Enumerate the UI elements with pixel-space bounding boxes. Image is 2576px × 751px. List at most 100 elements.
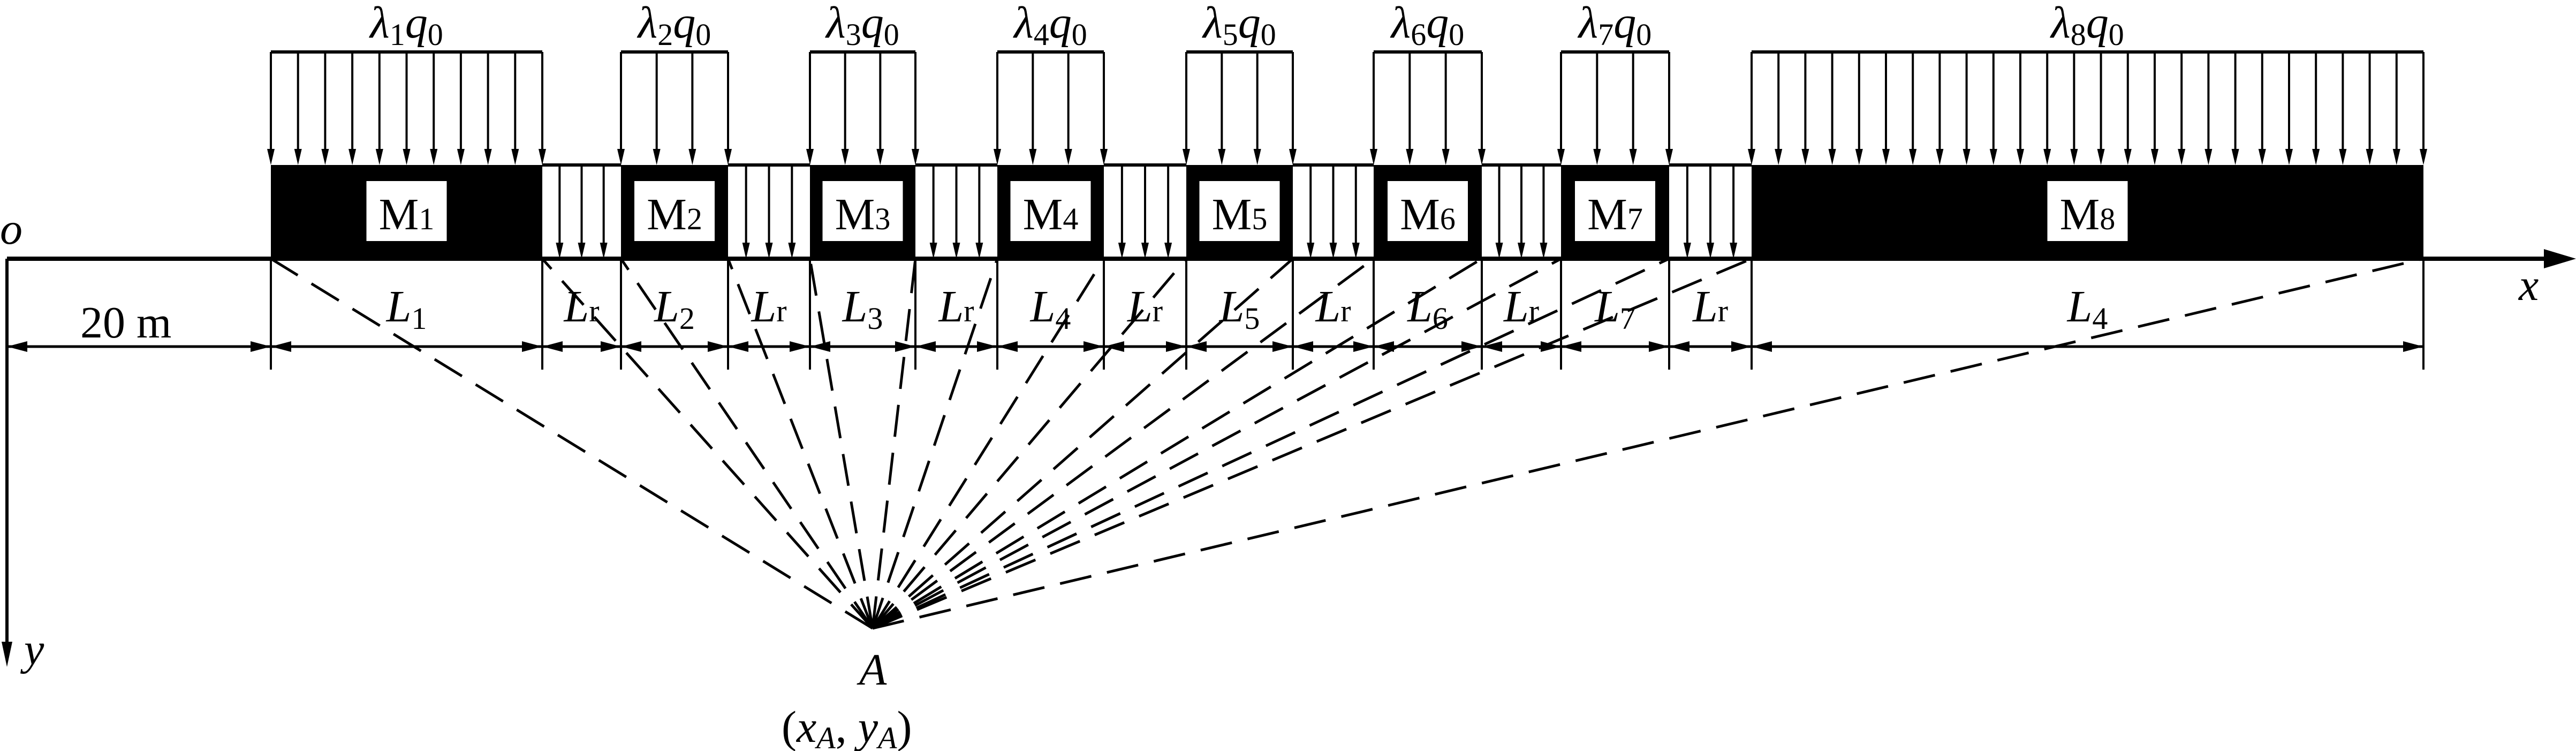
block-length-label: L1 <box>386 282 427 336</box>
block-length-label: L4 <box>2067 282 2108 336</box>
load-arrow-head <box>1593 149 1601 165</box>
gap-load-arrow-head <box>975 243 983 259</box>
load-arrow-head <box>994 149 1001 165</box>
dimension-arrowhead <box>251 341 271 352</box>
sight-line <box>872 257 1562 630</box>
gap-load-arrow-head <box>1518 243 1525 259</box>
dimension-arrowhead <box>1272 341 1293 352</box>
load-arrow-head <box>1478 149 1486 165</box>
load-arrow-head <box>375 149 383 165</box>
load-arrow-head <box>2070 149 2078 165</box>
block-label: M8 <box>2060 190 2116 239</box>
load-arrow-head <box>724 149 732 165</box>
load-arrow-head <box>876 149 884 165</box>
block-label: M6 <box>1400 190 1456 239</box>
dimension-arrowhead <box>1461 341 1482 352</box>
gap-load-arrow-head <box>600 243 608 259</box>
load-arrow-head <box>617 149 625 165</box>
load-arrow-head <box>1253 149 1261 165</box>
gap-load-arrow-head <box>578 243 586 259</box>
load-arrow-head <box>841 149 849 165</box>
gap-length-label: Lr <box>1127 282 1163 332</box>
block-label-box <box>1388 181 1468 241</box>
dimension-arrowhead <box>895 341 915 352</box>
load-label: λ8q0 <box>2049 0 2124 52</box>
gap-load-arrow-head <box>1307 243 1315 259</box>
sight-line <box>270 257 874 630</box>
gap-length-label: Lr <box>1503 282 1539 332</box>
dimension-arrowhead <box>1649 341 1669 352</box>
dimension-arrowhead <box>1669 341 1689 352</box>
block-label: M2 <box>647 190 702 239</box>
gap-load-arrow-head <box>1707 243 1714 259</box>
load-label: λ5q0 <box>1201 0 1276 52</box>
block-label: M7 <box>1587 190 1643 239</box>
gap-load-arrow-head <box>1329 243 1337 259</box>
y-axis-label: y <box>20 625 44 674</box>
load-arrow-head <box>1100 149 1108 165</box>
sight-line <box>872 257 2424 630</box>
dimension-arrowhead <box>1293 341 1313 352</box>
gap-region <box>1104 163 1186 259</box>
gap-load-arrow-head <box>765 243 773 259</box>
load-arrow-head <box>1828 149 1836 165</box>
load-arrow-head <box>653 149 661 165</box>
dimension-arrowhead <box>1374 341 1394 352</box>
dimension-arrowhead <box>522 341 542 352</box>
load-arrow-head <box>2312 149 2320 165</box>
dimension-arrowhead <box>601 341 621 352</box>
sight-line <box>872 257 1752 630</box>
dimension-arrowhead <box>977 341 997 352</box>
dimension-arrowhead <box>1541 341 1561 352</box>
gap-region <box>728 163 810 259</box>
dimension-arrowhead <box>2403 341 2423 352</box>
load-arrow-head <box>2258 149 2266 165</box>
sight-line <box>871 258 1105 629</box>
load-arrow-head <box>2420 149 2427 165</box>
sight-line <box>872 257 1375 630</box>
load-arrow-head <box>912 149 919 165</box>
point-a: A (xA, yA) <box>782 645 912 751</box>
load-arrow-head <box>1909 149 1917 165</box>
load-arrow-head <box>267 149 275 165</box>
gap-load-arrow-head <box>742 243 750 259</box>
gap-load-arrow-head <box>1352 243 1360 259</box>
load-arrow-head <box>2124 149 2132 165</box>
sight-line <box>871 258 999 629</box>
load-arrow-head <box>1936 149 1944 165</box>
block-length-label: L2 <box>654 282 695 336</box>
block-label-box <box>1199 181 1280 241</box>
load-arrow-head <box>1442 149 1450 165</box>
block-label: M5 <box>1212 190 1268 239</box>
point-label: A <box>857 645 887 695</box>
load-label: λ3q0 <box>824 0 899 52</box>
load-arrow-head <box>1775 149 1783 165</box>
load-arrow-head <box>1370 149 1377 165</box>
load-arrow-head <box>1183 149 1190 165</box>
load-label: λ4q0 <box>1012 0 1087 52</box>
block-length-label: L5 <box>1219 282 1260 336</box>
block-length-label: L6 <box>1407 282 1448 336</box>
load-arrow-head <box>348 149 357 165</box>
load-arrow-head <box>457 149 465 165</box>
load-arrow-head <box>1963 149 1971 165</box>
dimension-arrowhead <box>1186 341 1207 352</box>
load-arrow-head <box>294 149 302 165</box>
load-arrow-head <box>1629 149 1637 165</box>
load-arrow-head <box>1406 149 1414 165</box>
gap-load-arrow-head <box>788 243 796 259</box>
load-arrow-head <box>806 149 814 165</box>
gap-load-arrow-head <box>929 243 937 259</box>
block-label-box <box>366 181 447 241</box>
point-coords: (xA, yA) <box>782 702 912 751</box>
sight-line <box>872 257 1483 630</box>
load-arrow-head <box>1882 149 1890 165</box>
gap-load-arrow-head <box>1141 243 1149 259</box>
dimension-arrowhead <box>271 341 291 352</box>
sight-line <box>726 258 874 629</box>
gap-load-arrow-head <box>1495 243 1503 259</box>
load-arrow-head <box>2339 149 2347 165</box>
